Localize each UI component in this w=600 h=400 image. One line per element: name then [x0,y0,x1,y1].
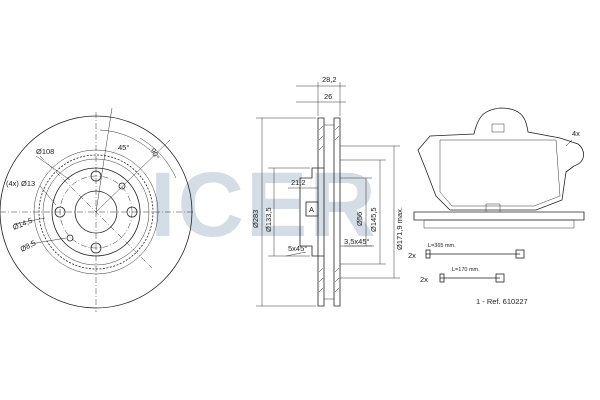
bolt-holes-label: (4x) Ø13 [6,179,35,188]
sensor-2-plug [495,273,505,283]
total-thickness-label: 28,2 [322,75,337,84]
hub-height-label: 21,2 [291,178,306,187]
leader-center [13,217,46,225]
pad-side-friction [423,219,575,229]
chamfer-leader [285,251,307,257]
small-hole [66,234,74,242]
pad-quantity-label: 4x [572,129,580,138]
small-hole [118,182,126,190]
brake-pad-view: 4x 2x L=365 mm. 2x L=170 mm. 1 - Ref. 61… [408,107,585,306]
pad-side-clip [485,203,501,212]
disc-section-view: A Ø283 Ø133,5 Ø56 Ø145,5 Ø171,9 max. 28,… [251,75,404,307]
sensor-2-length: L=170 mm. [452,267,480,273]
hat-profile [299,167,324,257]
section-hatch [318,125,340,293]
quantity-leader [565,139,573,147]
sensor-1-plug [515,249,525,259]
sensor-1-qty: 2x [408,251,416,260]
diameter-max-label: Ø171,9 max. [395,207,404,250]
chamfer-1-label: 5x45° [288,244,307,253]
angle-leader [95,107,113,213]
angle-arc-90 [139,137,177,179]
reference-label: 1 - Ref. 610227 [476,297,528,306]
hub-diameter-label: Ø133,5 [264,207,273,232]
diameter-2-label: Ø145,5 [369,207,378,232]
angle-45-label: 45° [118,143,129,152]
sensor-1-tip [425,249,431,259]
leader-pcd [35,155,71,181]
small-hole-label: Ø8,5 [19,238,38,254]
sensor-1-length: L=365 mm. [428,243,456,249]
center-hole-label: Ø14,5 [11,216,33,232]
angle-leader [95,139,171,213]
sensor-2-tip [439,273,445,283]
pad-friction-material [439,139,561,207]
pcd-label: Ø108 [36,147,54,156]
inner-plate [333,117,341,307]
datum-box [305,201,319,217]
pad-clip [491,123,505,133]
outer-plate [317,117,325,307]
min-thickness-label: 26 [324,92,332,101]
leader-bolt [39,185,57,206]
watermark-text: ICER [150,154,378,256]
inner-diameter-label: Ø56 [355,212,364,226]
chamfer-2-label: 3,5x45° [344,237,370,246]
leader-small [29,237,67,245]
outer-diameter-label: Ø283 [251,210,260,228]
pad-side-view [413,211,585,221]
datum-label: A [309,205,314,214]
sensor-2-qty: 2x [420,275,428,284]
angle-arc-45 [99,129,151,151]
pad-backing-plate [417,107,584,211]
